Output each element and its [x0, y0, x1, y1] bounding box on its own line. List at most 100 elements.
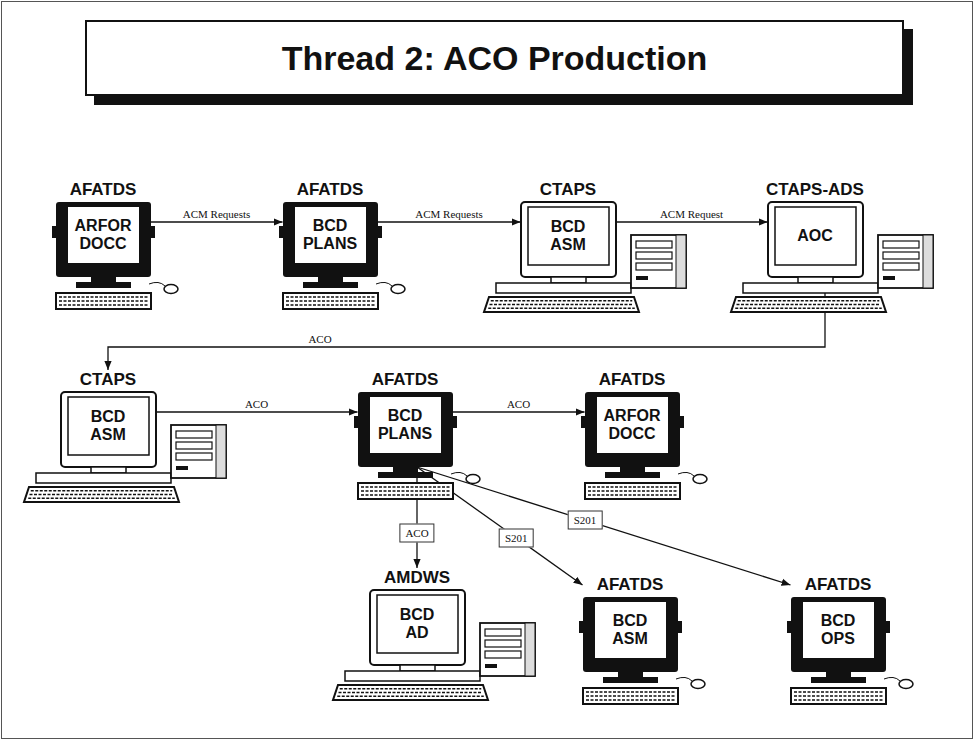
boxed-edge-label: ACO — [399, 523, 434, 542]
system-label: CTAPS — [540, 180, 596, 200]
keyboard-keys — [588, 494, 677, 496]
keyboard-keys — [338, 692, 482, 694]
monitor-neck — [91, 277, 116, 282]
mouse-cord — [678, 472, 694, 476]
screen-label: ARFOR DOCC — [597, 397, 668, 453]
keyboard-keys — [59, 296, 148, 298]
tower-side — [216, 425, 226, 478]
monitor-screen — [68, 397, 149, 455]
screen-label: BCD ASM — [528, 207, 609, 265]
mouse — [466, 475, 480, 484]
monitor-screen — [370, 397, 441, 453]
system-label: AMDWS — [384, 568, 450, 588]
monitor-bezel — [585, 392, 680, 467]
power-light — [485, 664, 497, 668]
desktop-unit — [345, 671, 480, 681]
keyboard-keys — [794, 691, 883, 693]
monitor-case — [370, 590, 465, 665]
screen-label: BCD AD — [377, 595, 458, 653]
monitor-neck — [393, 467, 418, 472]
drive-bay — [883, 241, 919, 248]
drive-bay — [883, 252, 919, 259]
monitor-screen — [68, 207, 139, 263]
monitor-neck — [620, 467, 645, 472]
system-label: AFATDS — [597, 575, 664, 595]
monitor-stand — [400, 665, 435, 671]
computer-node: CTAPS-ADSAOC — [768, 180, 863, 277]
system-label: AFATDS — [297, 180, 364, 200]
screen-label: BCD ASM — [68, 397, 149, 455]
keyboard-keys — [59, 300, 148, 302]
desktop-unit — [496, 283, 631, 293]
monitor-bezel — [358, 392, 453, 467]
monitor-knob — [679, 416, 684, 428]
tower-case — [171, 425, 226, 478]
keyboard-keys — [361, 486, 450, 488]
keyboard-keys — [286, 300, 375, 302]
drive-bay — [176, 442, 212, 449]
keyboard-keys — [588, 486, 677, 488]
monitor-screen — [597, 397, 668, 453]
monitor-case — [768, 202, 863, 277]
edge-label: ACO — [505, 398, 532, 411]
mouse-cord — [149, 282, 165, 286]
keyboard — [585, 483, 680, 499]
keyboard-keys — [737, 300, 879, 302]
keyboard-keys — [489, 304, 633, 306]
keyboard — [24, 487, 179, 502]
keyboard-keys — [735, 307, 882, 309]
drive-bay — [485, 651, 521, 658]
computer-node: AFATDSARFOR DOCC — [585, 370, 680, 467]
drive-bay — [636, 252, 672, 259]
edge-label: ACM Requests — [181, 208, 253, 221]
screen-label: AOC — [775, 207, 856, 265]
connector — [616, 221, 768, 222]
keyboard-keys — [29, 494, 173, 496]
keyboard-keys — [586, 691, 675, 693]
monitor-knob — [885, 621, 890, 633]
mouse-cord — [451, 472, 467, 476]
monitor-bezel — [583, 597, 678, 672]
screen-label: BCD PLANS — [370, 397, 441, 453]
edge-label: ACO — [243, 398, 270, 411]
system-label: AFATDS — [372, 370, 439, 390]
monitor-screen — [803, 602, 874, 658]
keyboard-keys — [286, 296, 375, 298]
monitor-knob — [279, 226, 284, 238]
tower-side — [525, 623, 535, 676]
power-light — [176, 466, 188, 470]
keyboard — [333, 685, 488, 700]
desktop-unit — [36, 473, 171, 483]
screen-label: ARFOR DOCC — [68, 207, 139, 263]
monitor-neck — [826, 672, 851, 677]
tower-side — [676, 235, 686, 288]
power-light — [883, 276, 895, 280]
mouse — [693, 475, 707, 484]
mouse-cord — [376, 282, 392, 286]
keyboard-keys — [488, 307, 635, 309]
computer-node: AFATDSBCD PLANS — [283, 180, 378, 277]
keyboard — [484, 297, 639, 312]
keyboard-keys — [490, 300, 632, 302]
monitor-knob — [581, 416, 586, 428]
computer-node: AFATDS BCD PLANS — [358, 370, 453, 467]
monitor-screen — [295, 207, 366, 263]
monitor-bezel — [791, 597, 886, 672]
tower-case — [480, 623, 535, 676]
monitor-knob — [452, 416, 457, 428]
monitor-neck — [318, 277, 343, 282]
mouse — [899, 680, 913, 689]
boxed-edge-label: S201 — [568, 511, 603, 530]
computer-node: CTAPS BCD ASM — [521, 180, 616, 277]
drive-bay — [636, 241, 672, 248]
computer-node: AFATDSARFOR DOCC — [56, 180, 151, 277]
keyboard-keys — [337, 695, 484, 697]
drive-bay — [883, 263, 919, 270]
tower-side — [923, 235, 933, 288]
keyboard-keys — [794, 695, 883, 697]
keyboard-keys — [361, 490, 450, 492]
monitor-knob — [677, 621, 682, 633]
keyboard — [731, 297, 886, 312]
keyboard-keys — [794, 699, 883, 701]
